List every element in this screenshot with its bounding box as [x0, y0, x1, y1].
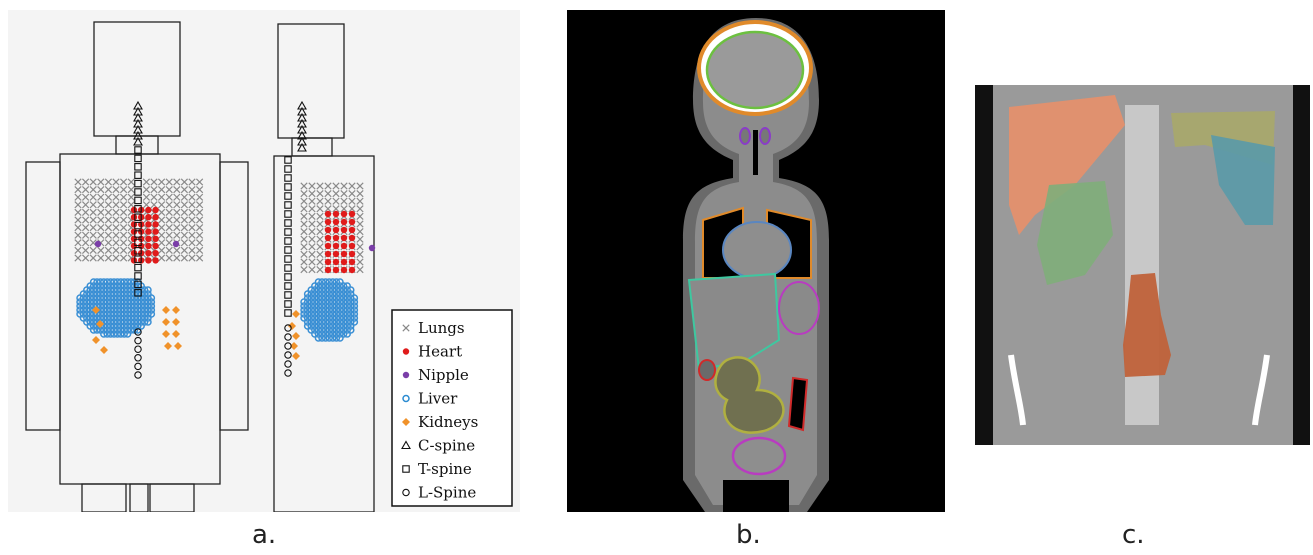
heart-marker [325, 259, 331, 265]
heart-marker [341, 267, 347, 273]
caption-c: c. [1122, 520, 1145, 550]
heart-marker [349, 219, 355, 225]
heart-marker [145, 250, 151, 256]
legend-label-liver: Liver [418, 390, 458, 408]
nipple-marker [95, 241, 101, 247]
heart-marker [333, 235, 339, 241]
heart-marker [333, 227, 339, 233]
heart-marker [349, 259, 355, 265]
legend-symbol-nipple [403, 372, 409, 378]
heart-marker [333, 259, 339, 265]
eye-right [760, 128, 770, 144]
legend-label-l-spine: L-Spine [418, 484, 476, 502]
spine-column [1125, 105, 1159, 425]
heart-marker [333, 243, 339, 249]
heart-marker [349, 267, 355, 273]
ct-spleen [779, 282, 819, 334]
legend-label-t-spine: T-spine [418, 460, 472, 478]
heart-marker [145, 257, 151, 263]
legend-label-c-spine: C-spine [418, 437, 475, 455]
heart-marker [152, 228, 158, 234]
heart-marker [145, 228, 151, 234]
heart-marker [325, 243, 331, 249]
panel-a-diagram: LungsHeartNippleLiverKidneysC-spineT-spi… [8, 10, 520, 512]
heart-marker [349, 243, 355, 249]
panel-c-coronal-ct [975, 85, 1310, 445]
heart-marker [145, 221, 151, 227]
nipple-marker [369, 245, 375, 251]
brain [707, 32, 803, 108]
caption-b: b. [736, 520, 761, 550]
legend-symbol-heart [403, 348, 409, 354]
heart-marker [325, 267, 331, 273]
legend-label-heart: Heart [418, 343, 462, 361]
legend-label-nipple: Nipple [418, 366, 469, 384]
heart-marker [349, 235, 355, 241]
legend: LungsHeartNippleLiverKidneysC-spineT-spi… [392, 310, 512, 506]
heart-marker [341, 243, 347, 249]
eye-left [740, 128, 750, 144]
heart-marker [145, 243, 151, 249]
ct-kidney-right [789, 378, 807, 430]
heart-marker [131, 214, 137, 220]
nipple-marker [173, 241, 179, 247]
heart-marker [333, 251, 339, 257]
heart-marker [349, 211, 355, 217]
heart-marker [325, 211, 331, 217]
airway [753, 130, 758, 175]
heart-marker [152, 214, 158, 220]
heart-marker [325, 251, 331, 257]
heart-marker [152, 221, 158, 227]
heart-marker [349, 227, 355, 233]
heart-marker [152, 257, 158, 263]
heart-marker [333, 211, 339, 217]
legend-label-lungs: Lungs [418, 319, 465, 337]
heart-marker [333, 219, 339, 225]
ct-legs-gap [723, 480, 789, 512]
heart-marker [152, 250, 158, 256]
heart-marker [341, 211, 347, 217]
ct-heart [723, 222, 791, 278]
heart-marker [349, 251, 355, 257]
heart-marker [145, 207, 151, 213]
heart-marker [145, 236, 151, 242]
ct-kidney-left [699, 360, 715, 380]
heart-marker [341, 235, 347, 241]
heart-marker [325, 235, 331, 241]
heart-marker [333, 267, 339, 273]
heart-marker [341, 251, 347, 257]
heart-marker [152, 236, 158, 242]
ct-bladder [733, 438, 785, 474]
heart-marker [325, 219, 331, 225]
panel-b-ct-phantom [567, 10, 945, 512]
heart-marker [145, 214, 151, 220]
heart-marker [131, 250, 137, 256]
heart-marker [152, 207, 158, 213]
heart-marker [341, 259, 347, 265]
heart-marker [325, 227, 331, 233]
heart-marker [341, 227, 347, 233]
caption-a: a. [252, 520, 276, 550]
legend-label-kidneys: Kidneys [418, 413, 478, 431]
heart-marker [152, 243, 158, 249]
heart-marker [341, 219, 347, 225]
heart-marker [131, 228, 137, 234]
